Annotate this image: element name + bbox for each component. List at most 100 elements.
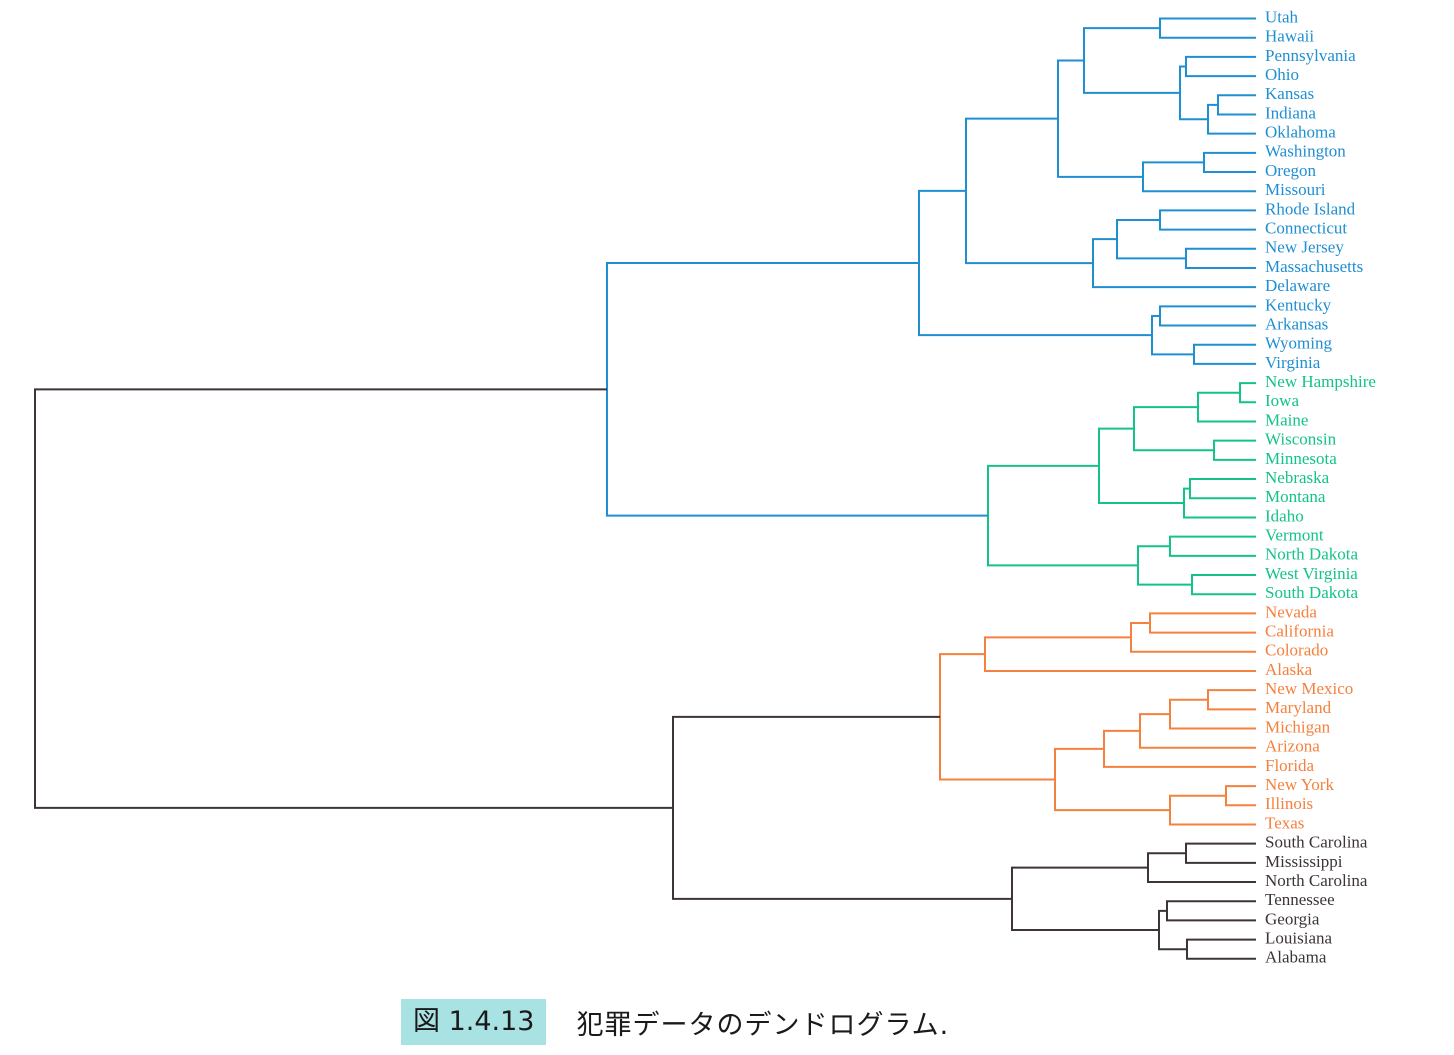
dendrogram-link (965, 117, 1093, 265)
dendrogram-link (1179, 65, 1208, 121)
dendrogram-link (1011, 866, 1159, 932)
leaf-label: California (1265, 621, 1334, 640)
dendrogram-link (1139, 713, 1256, 749)
leaf-label: Virginia (1265, 353, 1321, 372)
leaf-label: North Dakota (1265, 545, 1358, 564)
figure-title: 犯罪データのデンドログラム. (576, 1009, 950, 1041)
dendrogram-link (1133, 406, 1214, 452)
dendrogram-link (1137, 545, 1192, 586)
leaf-label: Louisiana (1265, 929, 1332, 948)
leaf-label: Ohio (1265, 65, 1299, 84)
dendrogram-link (1098, 427, 1184, 505)
leaf-label: Idaho (1265, 506, 1304, 525)
leaf-label: Georgia (1265, 909, 1320, 928)
dendrogram-link (1166, 900, 1256, 922)
leaf-label: Hawaii (1265, 27, 1314, 46)
dendrogram-link (1213, 439, 1256, 461)
leaf-label: Arizona (1265, 737, 1320, 756)
leaf-label: Rhode Island (1265, 199, 1356, 218)
figure-caption: 図 1.4.13 犯罪データのデンドログラム. (401, 998, 949, 1046)
leaf-label: Mississippi (1265, 852, 1343, 871)
leaf-label: Massachusetts (1265, 257, 1363, 276)
dendrogram-link (1158, 909, 1187, 951)
leaf-label: Colorado (1265, 641, 1328, 660)
leaf-label: Alabama (1265, 948, 1327, 967)
leaf-label: Oklahoma (1265, 123, 1336, 142)
leaf-label: Minnesota (1265, 449, 1337, 468)
leaf-label: Wisconsin (1265, 430, 1337, 449)
dendrogram-link (1142, 161, 1256, 193)
dendrogram-link (1159, 305, 1256, 327)
leaf-label: New Mexico (1265, 679, 1353, 698)
dendrogram-link (672, 715, 1012, 900)
leaf-label: Wyoming (1265, 334, 1332, 353)
leaf-label: Pennsylvania (1265, 46, 1356, 65)
dendrogram-link (1147, 852, 1256, 884)
dendrogram-link (1189, 478, 1256, 500)
leaf-label: Montana (1265, 487, 1326, 506)
dendrogram-link (1207, 689, 1256, 711)
dendrogram-link (1054, 747, 1170, 812)
dendrogram-link (1151, 314, 1194, 356)
leaf-label: Arkansas (1265, 314, 1328, 333)
leaf-label: Michigan (1265, 717, 1331, 736)
leaf-label: Vermont (1265, 526, 1324, 545)
leaf-label: Oregon (1265, 161, 1316, 180)
dendrogram-link (1225, 785, 1256, 807)
leaf-label: Florida (1265, 756, 1315, 775)
leaf-label: Kansas (1265, 84, 1314, 103)
dendrogram-link (1169, 698, 1256, 730)
dendrogram-link (1159, 209, 1256, 231)
leaf-label: Washington (1265, 142, 1346, 161)
dendrogram-link (1185, 247, 1256, 269)
dendrogram-link (1103, 729, 1256, 768)
dendrogram-link (1217, 94, 1256, 116)
dendrogram-link (34, 388, 673, 809)
leaf-label: Connecticut (1265, 218, 1347, 237)
leaf-label: Utah (1265, 7, 1299, 26)
dendrogram-link (1159, 17, 1256, 39)
leaf-labels: UtahHawaiiPennsylvaniaOhioKansasIndianaO… (1265, 7, 1376, 966)
leaf-label: Indiana (1265, 103, 1316, 122)
leaf-label: Alaska (1265, 660, 1313, 679)
dendrogram: UtahHawaiiPennsylvaniaOhioKansasIndianaO… (34, 7, 1376, 967)
leaf-label: Tennessee (1265, 890, 1335, 909)
dendrogram-link (1185, 55, 1256, 78)
dendrogram-link (987, 464, 1138, 567)
dendrogram-link (1169, 794, 1256, 826)
leaf-label: West Virginia (1265, 564, 1358, 583)
leaf-label: New Jersey (1265, 238, 1344, 257)
dendrogram-link (1057, 59, 1143, 178)
dendrogram-link (1191, 574, 1256, 596)
dendrogram-link (1183, 487, 1256, 519)
dendrogram-link (1207, 103, 1256, 135)
dendrogram-link (1169, 535, 1256, 557)
leaf-label: South Carolina (1265, 833, 1368, 852)
dendrogram-link (1203, 151, 1256, 174)
leaf-label: Texas (1265, 813, 1304, 832)
leaf-label: North Carolina (1265, 871, 1368, 890)
leaf-label: South Dakota (1265, 583, 1358, 602)
figure-number: 図 1.4.13 (401, 999, 547, 1045)
dendrogram-link (1186, 938, 1256, 960)
dendrogram-link (1185, 842, 1256, 864)
leaf-label: Maryland (1265, 698, 1332, 717)
leaf-label: Maine (1265, 410, 1308, 429)
dendrogram-links (34, 17, 1256, 960)
leaf-label: Iowa (1265, 391, 1299, 410)
dendrogram-link (984, 636, 1256, 672)
dendrogram-link (1239, 382, 1256, 404)
dendrogram-link (606, 262, 988, 517)
dendrogram-link (1116, 218, 1186, 260)
leaf-label: Delaware (1265, 276, 1330, 295)
leaf-label: Kentucky (1265, 295, 1332, 314)
dendrogram-link (1197, 391, 1256, 423)
dendrogram-link (1149, 612, 1256, 634)
leaf-label: Missouri (1265, 180, 1326, 199)
leaf-label: New York (1265, 775, 1334, 794)
dendrogram-link (1193, 343, 1256, 365)
leaf-label: Illinois (1265, 794, 1313, 813)
leaf-label: New Hampshire (1265, 372, 1376, 391)
dendrogram-link (939, 653, 1055, 781)
